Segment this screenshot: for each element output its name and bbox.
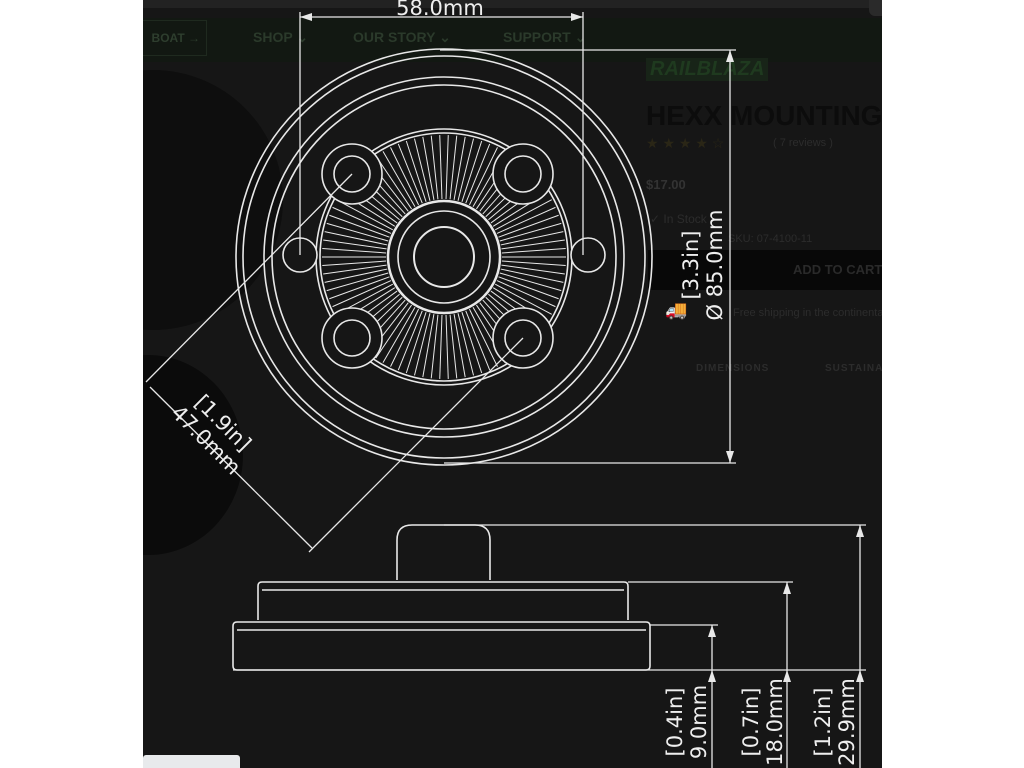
total-height-label: 29.9mm	[835, 678, 859, 766]
boat-button[interactable]: BOAT →	[143, 20, 207, 56]
knurl-ray	[449, 135, 458, 200]
knurl-ray	[375, 155, 412, 210]
nav-shop[interactable]: SHOP ⌄	[253, 29, 309, 45]
site-nav: BOAT → SHOP ⌄ OUR STORY ⌄ SUPPORT ⌄	[143, 18, 882, 62]
knurl-ray	[390, 308, 420, 367]
top-view	[235, 48, 653, 466]
knurl-ray	[465, 310, 491, 371]
knurl-ray	[323, 264, 387, 275]
tab-sustainability[interactable]: SUSTAINABILITY	[825, 363, 882, 374]
knurl-ray	[439, 135, 443, 200]
knurl-ray	[501, 264, 565, 275]
stock-status: ✓ In Stock	[650, 212, 707, 226]
knurl-ray	[405, 140, 427, 202]
add-to-cart-button[interactable]: ADD TO CART	[648, 250, 882, 290]
diameter-inch-label: [3.3in]	[679, 231, 703, 300]
knurl-ray	[329, 214, 390, 238]
knurl-ray	[414, 313, 431, 376]
knurl-ray	[329, 276, 390, 300]
knurl-ray	[496, 206, 556, 234]
diameter-label: Ø 85.0mm	[703, 210, 727, 321]
knurl-ray	[465, 143, 491, 204]
knurl-ray	[501, 247, 566, 254]
knurl-ray	[461, 140, 483, 202]
knurl-ray	[332, 280, 392, 308]
base-height-inch-label: [0.4in]	[663, 688, 687, 757]
knurl-ray	[375, 304, 412, 359]
knurl-ray	[494, 283, 552, 315]
reviews-link[interactable]: ( 7 reviews )	[773, 137, 833, 149]
knurl-ray	[499, 272, 562, 292]
knurl-ray	[322, 260, 387, 267]
knurl-ray	[439, 314, 443, 379]
dimensions-lightbox: BOAT → SHOP ⌄ OUR STORY ⌄ SUPPORT ⌄ RAIL…	[143, 0, 882, 768]
knurl-ray	[397, 310, 423, 371]
knurl-ray	[468, 308, 498, 367]
knurl-ray	[500, 268, 564, 283]
sku: SKU: 07-4100-11	[728, 233, 813, 245]
knurl-ray	[457, 313, 474, 376]
knurl-ray	[326, 272, 389, 292]
knurl-ray	[496, 280, 556, 308]
technical-drawing: 58.0mm Ø 85.0mm [3.3in] [1.9in] 47.0mm 9…	[145, 0, 866, 768]
side-view	[232, 524, 651, 671]
nav-support[interactable]: SUPPORT ⌄	[503, 29, 587, 45]
knurl-ray	[326, 222, 389, 242]
knurl-ray	[445, 135, 449, 200]
knurl-ray	[457, 138, 474, 201]
knurl-ray	[405, 312, 427, 374]
knurl-ray	[322, 247, 387, 254]
price: $17.00	[646, 177, 686, 192]
knurl-ray	[501, 260, 566, 267]
knurled-rays	[322, 135, 566, 379]
knurl-ray	[430, 314, 439, 379]
rating-stars: ★ ★ ★ ★ ☆	[646, 135, 725, 151]
arrowheads	[300, 13, 864, 682]
knurl-ray	[422, 314, 435, 378]
knurl-ray	[332, 206, 392, 234]
knurl-ray	[498, 276, 559, 300]
knurl-ray	[499, 222, 562, 242]
chat-widget-tab[interactable]	[143, 755, 240, 768]
knurl-ray	[453, 314, 466, 378]
truck-icon: 🚚	[665, 300, 688, 320]
knurl-ray	[324, 268, 388, 283]
close-button[interactable]	[869, 0, 882, 16]
top-strip	[143, 0, 882, 8]
product-title: HEXX MOUNTING	[646, 100, 882, 131]
knurl-ray	[468, 147, 498, 206]
knurl-ray	[336, 199, 394, 231]
knurl-ray	[382, 151, 416, 208]
knurl-ray	[397, 143, 423, 204]
flange-height-label: 18.0mm	[763, 678, 787, 766]
knurl-ray	[445, 314, 449, 379]
knurl-ray	[501, 239, 565, 250]
width-label: 58.0mm	[396, 0, 484, 20]
knurl-ray	[453, 136, 466, 200]
knurl-ray	[449, 314, 458, 379]
knurl-ray	[422, 136, 435, 200]
knurl-ray	[324, 231, 388, 246]
brand-logo: RAILBLAZA	[646, 58, 769, 81]
knurl-ray	[414, 138, 431, 201]
flange-height-inch-label: [0.7in]	[739, 688, 763, 757]
knurl-ray	[323, 239, 387, 250]
nav-our-story[interactable]: OUR STORY ⌄	[353, 29, 451, 45]
knurl-ray	[390, 147, 420, 206]
knurl-ray	[498, 214, 559, 238]
knurl-ray	[461, 312, 483, 374]
shipping-note: Free shipping in the continental US	[733, 307, 882, 319]
knurl-ray	[500, 231, 564, 246]
tab-dimensions[interactable]: DIMENSIONS	[696, 363, 770, 374]
base-height-label: 9.0mm	[687, 685, 711, 759]
knurl-ray	[430, 135, 439, 200]
total-height-inch-label: [1.2in]	[811, 688, 835, 757]
dimension-lines	[145, 12, 866, 768]
knurl-ray	[382, 306, 416, 363]
knurl-ray	[494, 199, 552, 231]
